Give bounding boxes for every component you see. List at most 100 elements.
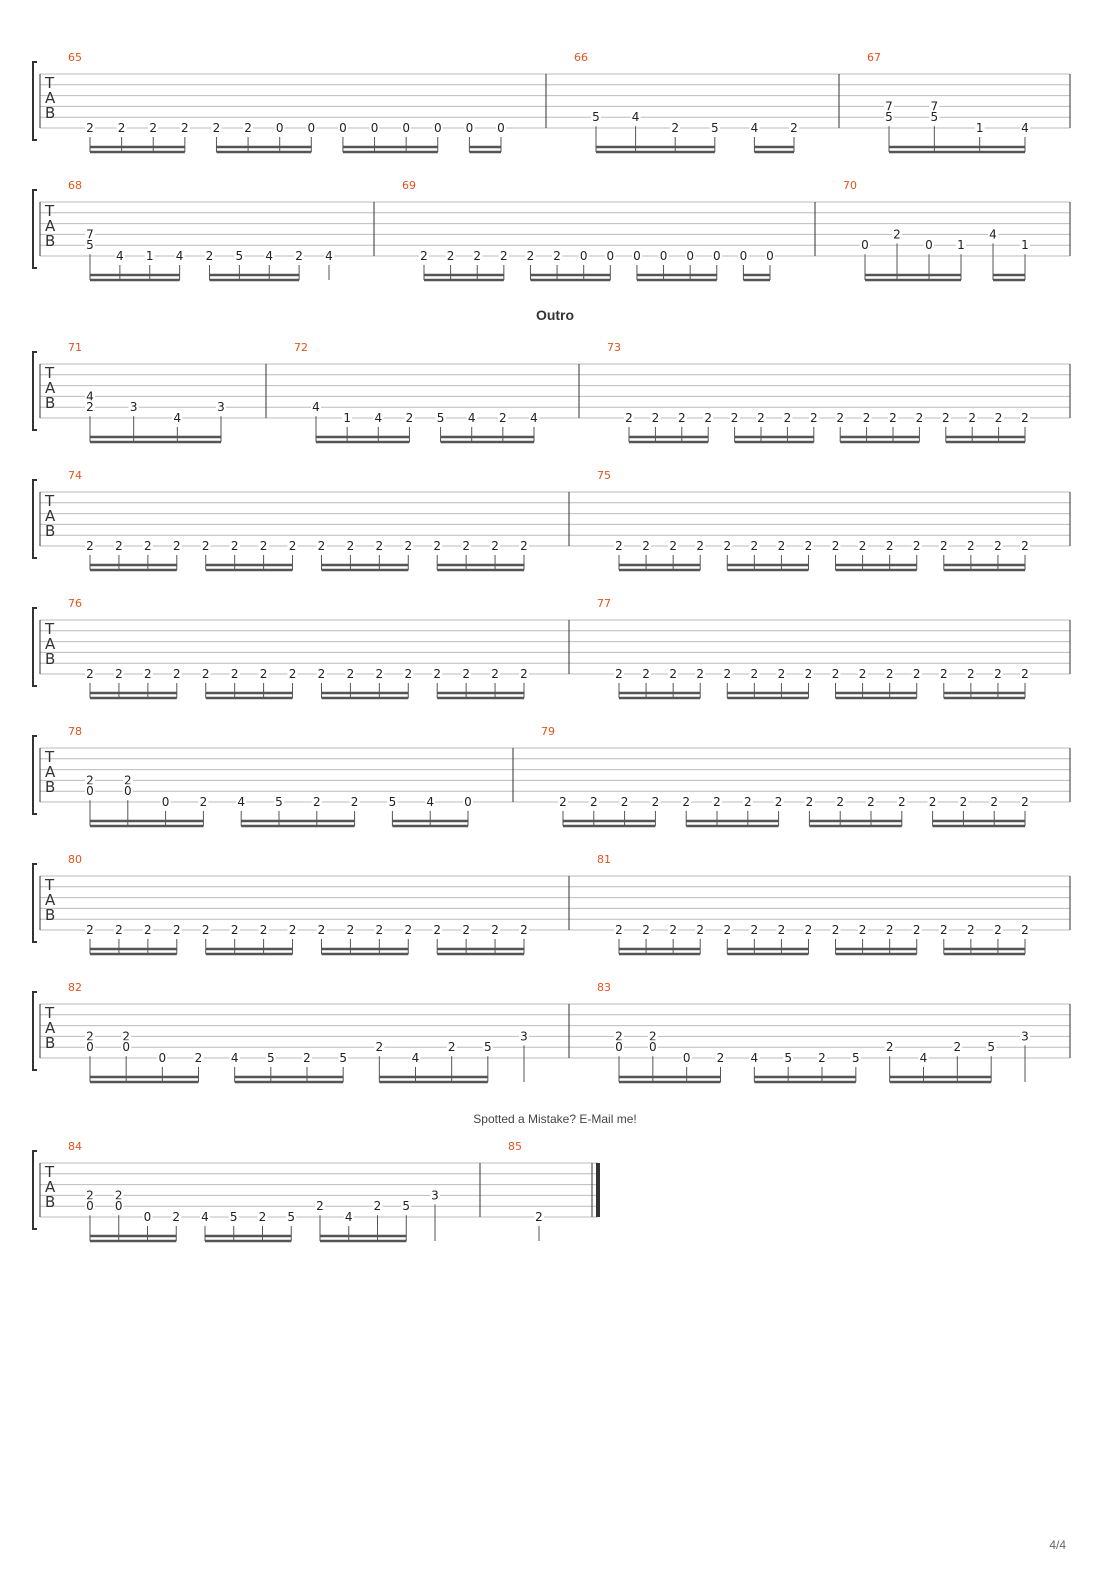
- fret-bg: [614, 667, 624, 679]
- fret-bg: [121, 1029, 132, 1042]
- fret-number: 2: [682, 795, 690, 809]
- fret-number: 2: [86, 923, 94, 937]
- fret-bg: [324, 249, 334, 261]
- fret-bg: [804, 795, 815, 807]
- fret-bg: [884, 1040, 895, 1053]
- fret-bg: [179, 121, 190, 133]
- fret-bg: [830, 539, 841, 551]
- fret-number: 5: [402, 1199, 410, 1213]
- fret-bg: [498, 249, 509, 261]
- fret-number: 2: [1021, 795, 1029, 809]
- fret-bg: [466, 411, 477, 423]
- fret-bg: [808, 411, 819, 423]
- fret-bg: [216, 400, 226, 413]
- fret-bg: [316, 539, 327, 551]
- fret-bg: [497, 411, 508, 423]
- fret-bg: [722, 539, 733, 551]
- tab-letter: A: [45, 1019, 56, 1037]
- tab-letter: B: [45, 104, 55, 122]
- page-number: 4/4: [1049, 1538, 1066, 1552]
- fret-number: 2: [195, 1051, 203, 1065]
- fret-bg: [85, 539, 95, 551]
- fret-number: 2: [615, 539, 623, 553]
- fret-number: 5: [339, 1051, 347, 1065]
- fret-number: 2: [260, 539, 268, 553]
- fret-number: 2: [347, 667, 355, 681]
- fret-number: 4: [426, 795, 434, 809]
- fret-bg: [670, 121, 681, 133]
- fret-number: 0: [402, 121, 410, 135]
- fret-number: 2: [886, 923, 894, 937]
- fret-number: 2: [775, 795, 783, 809]
- fret-bg: [401, 121, 412, 133]
- fret-bg: [1020, 238, 1030, 251]
- fret-number: 1: [957, 238, 965, 252]
- fret-bg: [783, 1051, 794, 1063]
- measure-number: 72: [294, 341, 308, 354]
- fret-bg: [171, 539, 182, 551]
- fret-number: 2: [520, 667, 528, 681]
- fret-bg: [410, 1051, 421, 1063]
- fret-number: 2: [404, 667, 412, 681]
- fret-number: 2: [144, 923, 152, 937]
- fret-bg: [265, 1051, 276, 1063]
- measure-number: 77: [597, 597, 611, 610]
- fret-number: 2: [940, 539, 948, 553]
- fret-number: 2: [520, 923, 528, 937]
- fret-number: 2: [289, 539, 297, 553]
- fret-bg: [857, 667, 868, 679]
- fret-bg: [588, 795, 599, 807]
- fret-bg: [884, 923, 895, 935]
- measure-number: 67: [867, 51, 881, 64]
- fret-number: 2: [696, 539, 704, 553]
- fret-bg: [403, 923, 414, 935]
- fret-bg: [228, 1210, 239, 1222]
- fret-bg: [113, 539, 124, 551]
- fret-number: 2: [751, 539, 759, 553]
- fret-bg: [884, 99, 894, 112]
- section-label: Outro: [535, 307, 575, 323]
- fret-number: 2: [420, 249, 428, 263]
- fret-number: 2: [994, 539, 1002, 553]
- fret-bg: [1020, 667, 1030, 679]
- fret-number: 4: [412, 1051, 420, 1065]
- measure-number: 65: [68, 51, 82, 64]
- fret-number: 4: [374, 411, 382, 425]
- fret-bg: [773, 795, 784, 807]
- fret-number: 2: [859, 923, 867, 937]
- fret-bg: [940, 411, 951, 423]
- fret-bg: [121, 1040, 132, 1053]
- fret-number: 2: [967, 923, 975, 937]
- fret-number: 2: [696, 923, 704, 937]
- fret-bg: [142, 923, 153, 935]
- fret-bg: [817, 1051, 827, 1063]
- fret-bg: [668, 539, 679, 551]
- fret-bg: [403, 539, 414, 551]
- fret-bg: [496, 121, 506, 133]
- fret-bg: [776, 539, 787, 551]
- fret-bg: [193, 1051, 204, 1063]
- fret-bg: [171, 1210, 182, 1222]
- fret-number: 2: [954, 1040, 962, 1054]
- tab-letter: B: [45, 650, 55, 668]
- fret-number: 2: [836, 795, 844, 809]
- fret-number: 2: [671, 121, 679, 135]
- fret-number: 2: [260, 667, 268, 681]
- fret-number: 2: [462, 667, 470, 681]
- fret-number: 5: [267, 1051, 275, 1065]
- fret-bg: [712, 795, 722, 807]
- fret-number: 2: [1021, 539, 1029, 553]
- fret-bg: [113, 1188, 124, 1201]
- fret-bg: [343, 1210, 354, 1222]
- fret-number: 2: [86, 400, 94, 414]
- fret-bg: [200, 923, 211, 935]
- fret-number: 0: [162, 795, 170, 809]
- fret-number: 2: [115, 923, 123, 937]
- fret-bg: [650, 795, 661, 807]
- fret-number: 5: [230, 1210, 238, 1224]
- measure-number: 81: [597, 853, 611, 866]
- fret-bg: [703, 411, 714, 423]
- fret-number: 0: [497, 121, 505, 135]
- fret-bg: [630, 110, 641, 123]
- fret-bg: [789, 121, 799, 133]
